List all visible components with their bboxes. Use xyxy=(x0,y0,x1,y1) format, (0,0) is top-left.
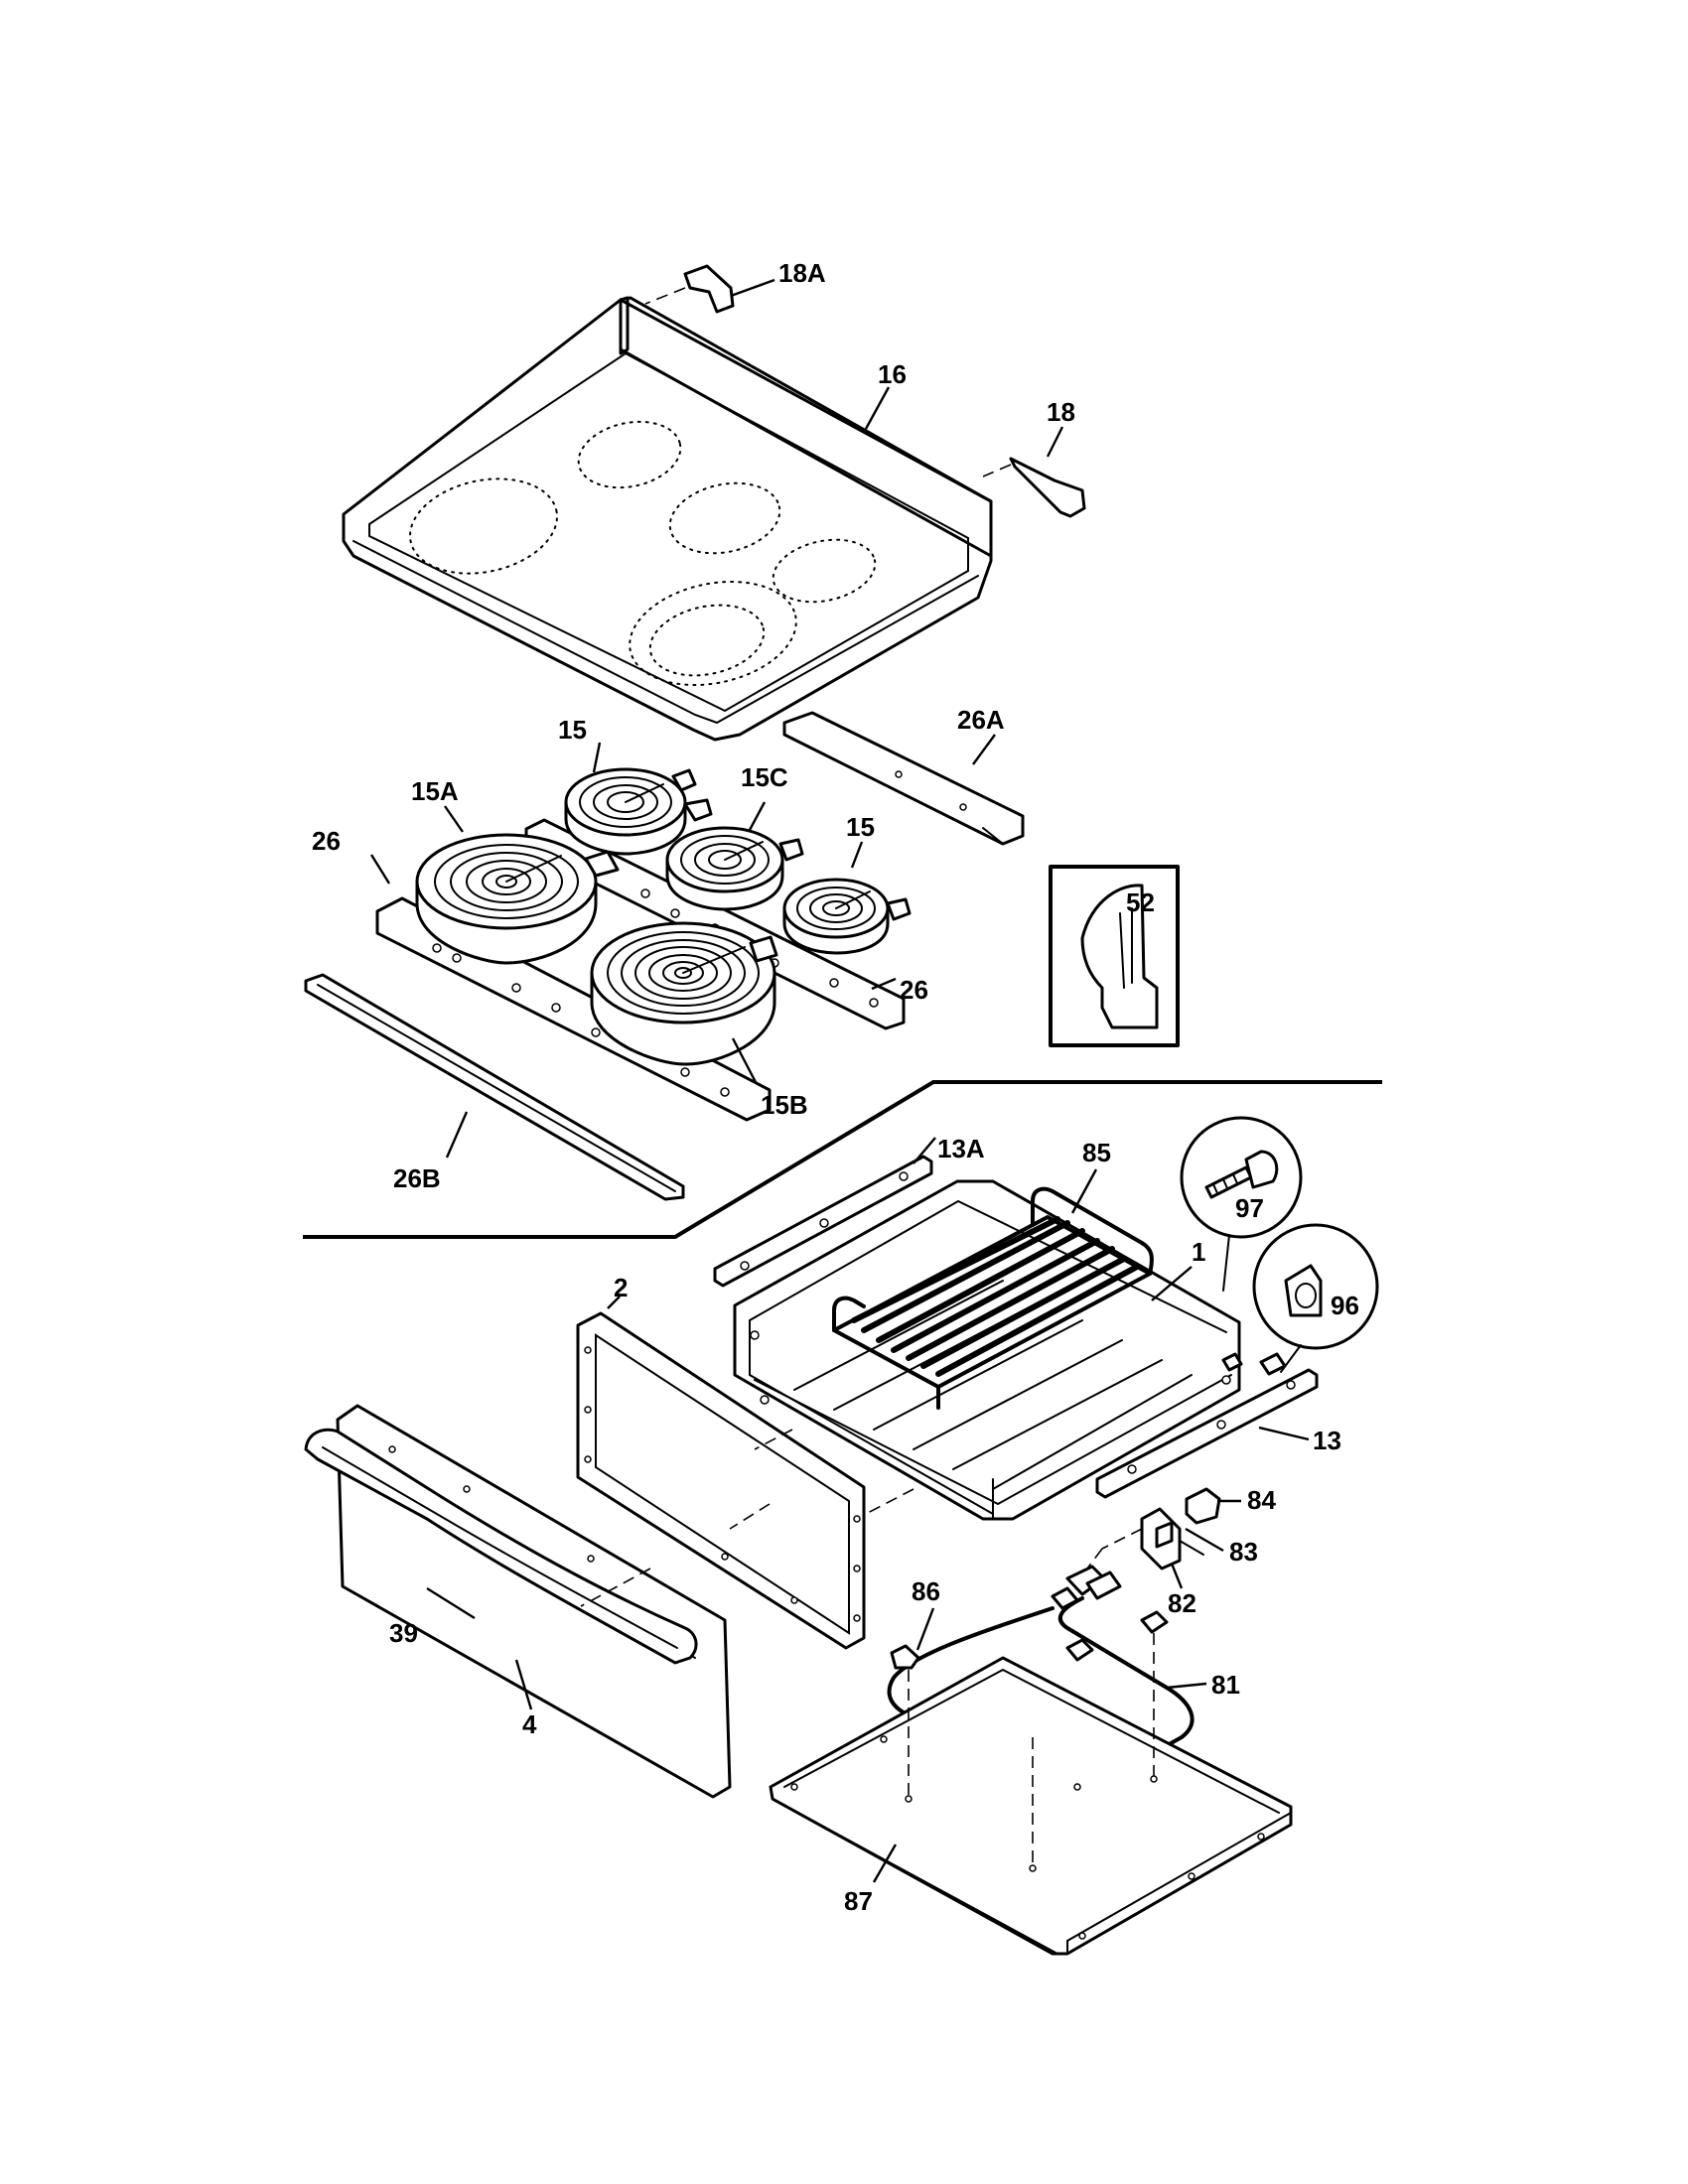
bracket-18a xyxy=(644,264,735,314)
wire-connector-bracket xyxy=(1101,1507,1204,1570)
label-15-top: 15 xyxy=(558,715,587,745)
label-39: 39 xyxy=(389,1618,418,1648)
heating-element-15a xyxy=(415,833,620,965)
label-15b: 15B xyxy=(761,1090,808,1120)
slide-rail-13 xyxy=(1095,1368,1319,1499)
label-16: 16 xyxy=(878,359,907,389)
label-26b: 26B xyxy=(393,1163,441,1193)
heating-element-15-right xyxy=(782,878,912,955)
label-84: 84 xyxy=(1247,1485,1276,1515)
drawer-rack-85 xyxy=(832,1186,1154,1410)
callout-labels: 18A 16 18 15 15C 15A 15 26 26A 52 26 15B… xyxy=(312,258,1359,1916)
screw-97-callout xyxy=(1180,1116,1303,1292)
label-87: 87 xyxy=(844,1886,873,1916)
switch-84 xyxy=(1185,1487,1221,1525)
heating-element-15b xyxy=(590,921,778,1066)
label-81: 81 xyxy=(1211,1670,1240,1700)
bracket-18 xyxy=(982,457,1086,518)
drawer-liner-panel xyxy=(576,1311,866,1650)
label-18a: 18A xyxy=(778,258,826,288)
label-82: 82 xyxy=(1168,1588,1196,1618)
bottom-tray-87 xyxy=(769,1633,1293,1956)
label-13: 13 xyxy=(1313,1426,1341,1455)
label-86: 86 xyxy=(912,1576,940,1606)
knob-inset-box-52 xyxy=(1049,865,1180,1047)
label-96: 96 xyxy=(1331,1291,1359,1320)
label-2: 2 xyxy=(614,1273,628,1302)
heating-element-15-top xyxy=(564,767,713,856)
section-divider xyxy=(303,1080,1382,1239)
tray-clip-c xyxy=(1140,1610,1169,1634)
label-1: 1 xyxy=(1192,1237,1205,1267)
rear-bracket-26a xyxy=(782,711,1025,846)
label-15c: 15C xyxy=(741,762,788,792)
label-85: 85 xyxy=(1082,1138,1111,1167)
alignment-guides xyxy=(580,1429,914,1607)
front-trim-26b xyxy=(304,973,685,1201)
label-15-right: 15 xyxy=(846,812,875,842)
label-26-left: 26 xyxy=(312,826,341,856)
clip-96-callout xyxy=(1221,1223,1379,1376)
tray-clip-b xyxy=(1065,1638,1094,1662)
label-83: 83 xyxy=(1229,1537,1258,1567)
label-4: 4 xyxy=(522,1709,537,1739)
drawer-handle xyxy=(304,1428,698,1665)
label-13a: 13A xyxy=(937,1134,985,1163)
clip-86 xyxy=(890,1644,920,1670)
leader-lines xyxy=(369,278,1310,1883)
slide-rail-13a xyxy=(713,1155,933,1288)
label-52: 52 xyxy=(1126,887,1155,917)
label-18: 18 xyxy=(1047,397,1075,427)
heating-element-15c xyxy=(665,826,804,911)
cooktop-glass-top xyxy=(342,296,993,742)
label-26-right: 26 xyxy=(900,975,928,1005)
label-15a: 15A xyxy=(411,776,459,806)
label-97: 97 xyxy=(1235,1193,1264,1223)
label-26a: 26A xyxy=(957,705,1005,735)
